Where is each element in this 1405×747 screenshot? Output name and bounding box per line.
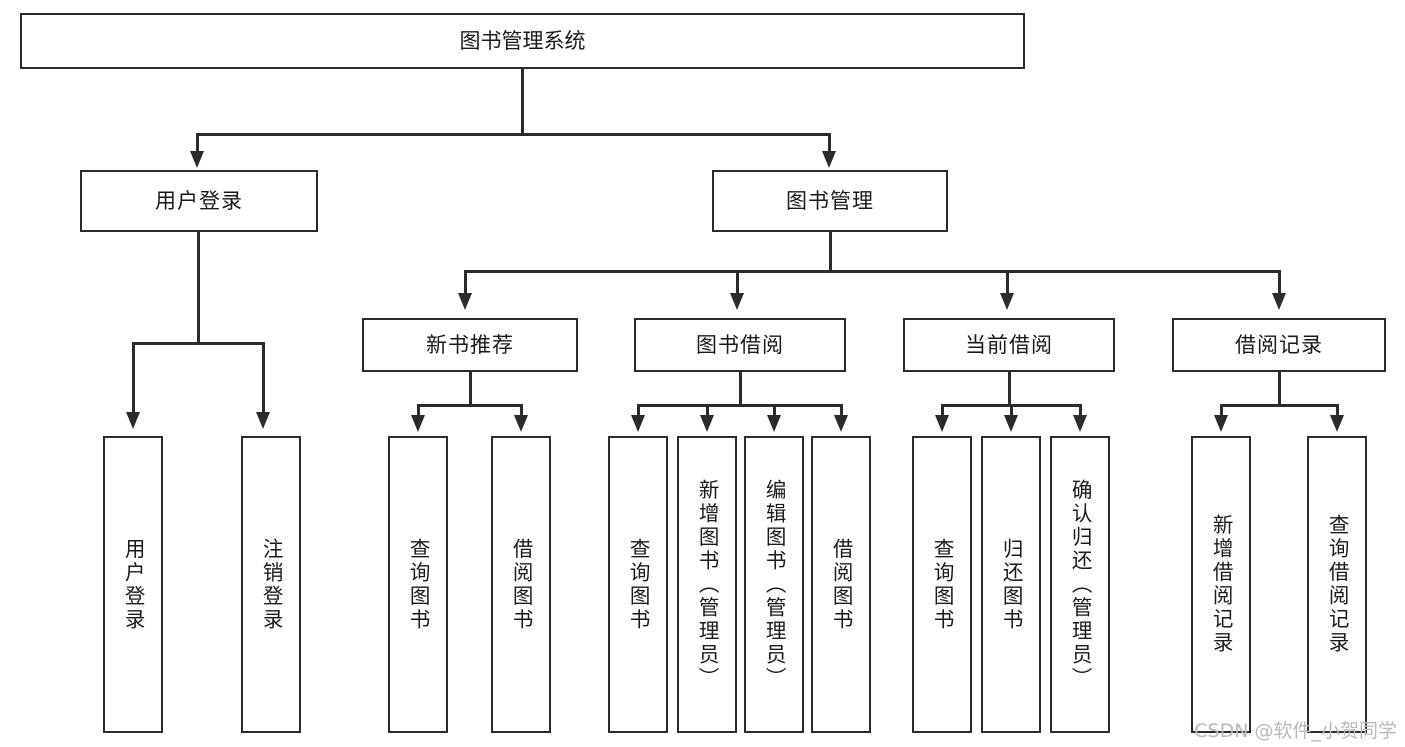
node-label: 查询图书 [930,537,955,632]
arrowhead-manage-current [1000,293,1014,310]
connector-root-to-login [196,133,199,155]
node-label: 查询图书 [406,537,431,632]
node-book-management: 图书管理 [712,170,948,232]
node-root-system: 图书管理系统 [20,13,1025,69]
connector-manage-to-current [1006,270,1009,296]
connector-bookborrow-leaf1 [637,404,640,418]
node-label: 查询图书 [626,537,651,632]
connector-login-to-leaf1 [132,342,135,416]
arrowhead-currentborrow-leaf1 [935,415,949,432]
watermark-text: CSDN @软件_小贺同学 [1194,720,1397,742]
leaf-user-login: 用户登录 [103,436,163,733]
connector-manage-stem [829,232,832,272]
node-label: 新增图书（管理员） [695,478,720,691]
leaf-bookborrow-query-book: 查询图书 [608,436,668,733]
connector-login-to-leaf2 [262,342,265,416]
connector-newbook-bus [417,404,522,407]
connector-root-stem [521,69,524,134]
arrowhead-root-to-login [190,151,204,168]
node-label: 新增借阅记录 [1209,514,1234,655]
leaf-borrowrecord-query-record: 查询借阅记录 [1307,436,1367,733]
connector-login-stem [197,232,200,344]
arrowhead-bookborrow-leaf1 [631,415,645,432]
connector-root-bus [196,133,830,136]
connector-newbook-stem [469,372,472,406]
arrowhead-bookborrow-leaf2 [700,415,714,432]
arrowhead-manage-borrow [730,293,744,310]
node-label: 用户登录 [155,188,243,213]
leaf-bookborrow-add-book-admin: 新增图书（管理员） [677,436,737,733]
arrowhead-root-to-manage [822,151,836,168]
node-label: 编辑图书（管理员） [762,478,787,691]
leaf-currentborrow-return-book: 归还图书 [981,436,1041,733]
connector-manage-bus [464,270,1281,273]
connector-bookborrow-stem [739,372,742,406]
connector-login-bus [132,342,264,345]
node-current-borrow: 当前借阅 [903,318,1115,372]
node-label: 借阅记录 [1235,332,1323,357]
leaf-bookborrow-borrow-book: 借阅图书 [811,436,871,733]
node-label: 图书借阅 [696,332,784,357]
connector-currentborrow-leaf3 [1079,404,1082,418]
arrowhead-borrowrecord-leaf2 [1330,415,1344,432]
connector-borrowrecord-stem [1278,372,1281,406]
leaf-newbook-query-book: 查询图书 [388,436,448,733]
arrowhead-login-leaf2 [256,412,270,429]
node-label: 借阅图书 [829,537,854,632]
node-label: 图书管理系统 [459,28,586,53]
connector-newbook-leaf1 [417,404,420,418]
node-label: 借阅图书 [509,537,534,632]
arrowhead-newbook-leaf2 [514,415,528,432]
node-label: 归还图书 [999,537,1024,632]
leaf-currentborrow-confirm-return-admin: 确认归还（管理员） [1050,436,1110,733]
connector-currentborrow-stem [1008,372,1011,406]
arrowhead-manage-new [458,293,472,310]
node-book-borrow: 图书借阅 [634,318,846,372]
arrowhead-newbook-leaf1 [411,415,425,432]
arrowhead-bookborrow-leaf4 [834,415,848,432]
leaf-logout: 注销登录 [241,436,301,733]
arrowhead-borrowrecord-leaf1 [1214,415,1228,432]
node-borrow-record: 借阅记录 [1172,318,1386,372]
node-label: 确认归还（管理员） [1068,478,1093,691]
connector-newbook-leaf2 [520,404,523,418]
arrowhead-currentborrow-leaf3 [1073,415,1087,432]
connector-bookborrow-leaf4 [840,404,843,418]
connector-manage-to-borrow [736,270,739,296]
connector-root-to-manage [828,133,831,155]
connector-borrowrecord-bus [1220,404,1338,407]
connector-bookborrow-leaf2 [706,404,709,418]
connector-borrowrecord-leaf1 [1220,404,1223,418]
connector-borrowrecord-leaf2 [1336,404,1339,418]
node-user-login: 用户登录 [80,170,318,232]
node-label: 注销登录 [259,537,284,632]
leaf-bookborrow-edit-book-admin: 编辑图书（管理员） [744,436,804,733]
arrowhead-login-leaf1 [126,412,140,429]
node-label: 查询借阅记录 [1325,514,1350,655]
node-label: 当前借阅 [965,332,1053,357]
connector-currentborrow-leaf1 [941,404,944,418]
connector-bookborrow-leaf3 [773,404,776,418]
leaf-borrowrecord-add-record: 新增借阅记录 [1191,436,1251,733]
connector-manage-to-new [464,270,467,296]
connector-manage-to-record [1278,270,1281,296]
connector-bookborrow-bus [637,404,842,407]
arrowhead-bookborrow-leaf3 [767,415,781,432]
connector-currentborrow-leaf2 [1010,404,1013,418]
leaf-currentborrow-query-book: 查询图书 [912,436,972,733]
arrowhead-manage-record [1272,293,1286,310]
node-label: 用户登录 [121,537,146,632]
node-label: 图书管理 [786,188,874,213]
node-new-book-recommend: 新书推荐 [362,318,578,372]
node-label: 新书推荐 [426,332,514,357]
leaf-newbook-borrow-book: 借阅图书 [491,436,551,733]
arrowhead-currentborrow-leaf2 [1004,415,1018,432]
